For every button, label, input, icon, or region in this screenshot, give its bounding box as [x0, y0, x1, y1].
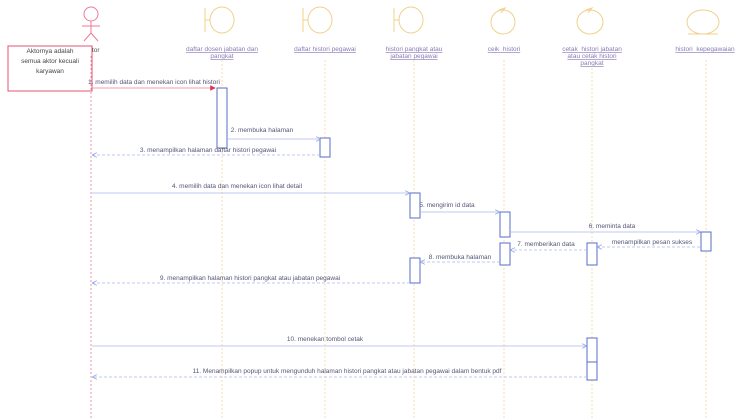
message-8: 8. membuka halaman — [429, 254, 492, 261]
control-icon — [576, 9, 604, 35]
message-11: 11. Menampilkan popup untuk mengunduh ha… — [193, 368, 502, 375]
actor-head-icon — [83, 6, 99, 22]
object-label: daftar histori pegawai — [294, 46, 356, 53]
note-line-2: semua aktor kecuali — [21, 58, 79, 65]
boundary-icon — [307, 6, 333, 34]
activation-bar — [319, 137, 331, 158]
object-label: histori_kepegawaian — [675, 46, 735, 53]
message-7: 7. memberikan data — [517, 241, 575, 248]
message-10: 10. menekan tombol cetak — [287, 336, 364, 343]
activation-bar — [216, 87, 228, 149]
message-1: 1. memilih data dan menekan icon lihat h… — [88, 79, 220, 86]
activation-bar — [586, 361, 598, 381]
activation-bar — [409, 192, 421, 219]
message-2: 2. membuka halaman — [231, 127, 294, 134]
object-label: daftar dosen jabatan dan — [186, 46, 258, 53]
message-5: 5. mengirim id data — [419, 202, 475, 209]
activation-bar — [499, 211, 511, 238]
activation-bar — [700, 231, 712, 252]
boundary-icon — [398, 6, 424, 34]
activation-bar — [409, 257, 421, 284]
note-line-3: karyawan — [36, 68, 64, 75]
control-icon — [490, 9, 516, 35]
object-label: histori pangkat atau — [386, 46, 443, 53]
object-histori-pangkat: histori pangkat atau jabatan pegawai — [386, 6, 443, 60]
object-ceik-histori: ceik_histori — [488, 6, 521, 53]
object-label: ceik_histori — [488, 46, 521, 53]
actor-note: Aktornya adalah semua aktor kecuali kary… — [7, 45, 93, 92]
object-label: pangkat — [580, 60, 603, 67]
message-3: 3. menampilkan halaman daftar histori pe… — [140, 147, 276, 154]
object-label: cetak_histori jabatan — [562, 46, 622, 53]
message-9: 9. menampilkan halaman histori pangkat a… — [160, 275, 340, 282]
boundary-icon — [209, 6, 235, 34]
object-histori-kepegawaian: histori_kepegawaian — [675, 9, 735, 53]
object-daftar-dosen: daftar dosen jabatan dan pangkat — [186, 6, 258, 60]
message-6: 6. meminta data — [589, 223, 636, 230]
activation-bar — [499, 242, 511, 266]
note-line-1: Aktornya adalah — [27, 48, 74, 55]
object-label: atau cetak histori — [567, 53, 616, 60]
object-label: jabatan pegawai — [389, 53, 437, 60]
object-daftar-histori: daftar histori pegawai — [294, 6, 356, 53]
entity-icon — [686, 9, 720, 35]
activation-bar — [586, 242, 598, 266]
message-4: 4. memilih data dan menekan icon lihat d… — [172, 183, 303, 190]
message-6b: menampilkan pesan sukses — [612, 239, 693, 246]
object-cetak-histori: cetak_histori jabatan atau cetak histori… — [562, 6, 622, 67]
object-label: pangkat — [210, 53, 233, 60]
